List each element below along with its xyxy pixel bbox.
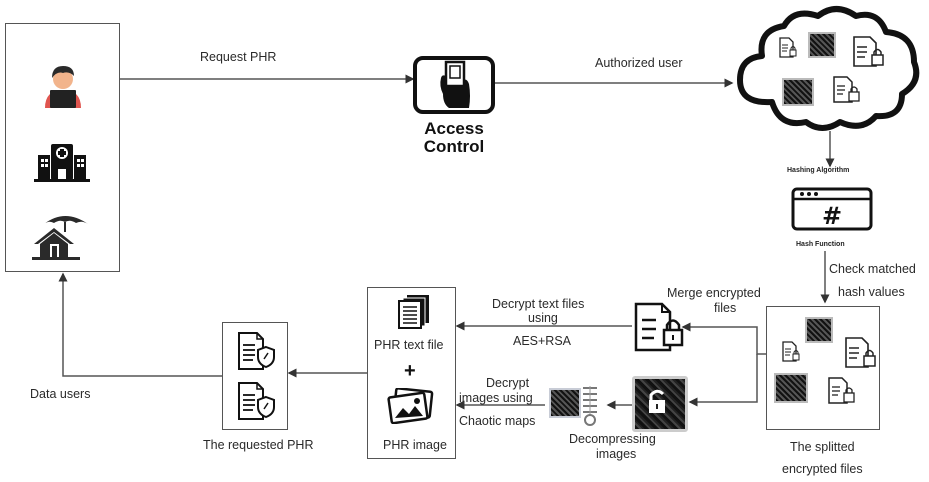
locked-document-icon (828, 377, 855, 404)
decompress-label-1: Decompressing (569, 432, 656, 446)
stakeholders-box (5, 23, 120, 272)
arrow-split-to-merge (681, 322, 766, 355)
access-control-line1: Access (424, 119, 484, 138)
decrypt-text-label-2: using (528, 311, 558, 325)
locked-document-icon (634, 302, 684, 352)
decrypt-image-label-3: Chaotic maps (459, 414, 536, 428)
authorized-user-label: Authorized user (595, 56, 683, 70)
merge-label-2: files (714, 301, 737, 315)
requested-phr-box (222, 322, 288, 430)
zip-image-icon (547, 384, 605, 428)
person-laptop-icon (45, 66, 81, 108)
encrypted-image-icon (774, 373, 808, 403)
merge-label-1: Merge encrypted (667, 286, 761, 300)
locked-document-icon (833, 76, 860, 103)
data-users-label: Data users (30, 387, 91, 401)
check-matched-label-2: hash values (838, 285, 905, 299)
house-umbrella-icon (32, 216, 88, 260)
splitted-files-box (766, 306, 880, 430)
phr-text-file-label: PHR text file (374, 338, 444, 352)
arrow-data-users (58, 272, 222, 377)
hospital-icon (34, 144, 90, 182)
request-phr-label: Request PHR (200, 50, 277, 64)
phr-box: PHR text file + PHR image (367, 287, 456, 459)
svg-text:#: # (822, 202, 842, 230)
hand-card-icon (413, 56, 495, 114)
encrypted-image-icon (805, 317, 833, 343)
stacked-documents-icon (398, 295, 429, 329)
zip-spring-icon (583, 386, 597, 426)
encrypted-image-icon (782, 78, 814, 106)
encrypted-image-icon (808, 32, 836, 58)
decompress-label-2: images (596, 447, 637, 461)
splitted-label-1: The splitted (790, 440, 855, 454)
plus-sign: + (404, 360, 416, 382)
splitted-label-2: encrypted files (782, 462, 863, 476)
hash-window-icon: # (791, 187, 873, 231)
encrypted-image-icon (632, 376, 688, 432)
decrypt-image-label-1: Decrypt (486, 376, 530, 390)
decrypt-text-label-1: Decrypt text files (492, 297, 585, 311)
decrypt-text-label-3: AES+RSA (513, 334, 572, 348)
locked-document-icon (782, 341, 800, 362)
arrow-split-to-image (688, 354, 758, 407)
decrypt-image-label-2: images using (459, 391, 533, 405)
cloud-icon (737, 6, 920, 131)
shield-document-icon (238, 382, 275, 420)
photos-icon (387, 388, 434, 424)
locked-document-icon (845, 337, 876, 368)
requested-phr-label: The requested PHR (203, 438, 314, 452)
locked-document-icon (779, 37, 797, 58)
hash-function-label: Hash Function (796, 241, 845, 248)
shield-document-icon (238, 332, 275, 370)
access-control-label: Access Control (413, 120, 495, 156)
access-control-line2: Control (423, 137, 485, 156)
locked-document-icon (853, 36, 884, 67)
hashing-algorithm-label: Hashing Algorithm (787, 167, 850, 174)
check-matched-label-1: Check matched (829, 262, 916, 276)
compressed-image (549, 388, 581, 418)
phr-image-label: PHR image (383, 438, 447, 452)
unlocked-padlock-icon (649, 389, 665, 413)
